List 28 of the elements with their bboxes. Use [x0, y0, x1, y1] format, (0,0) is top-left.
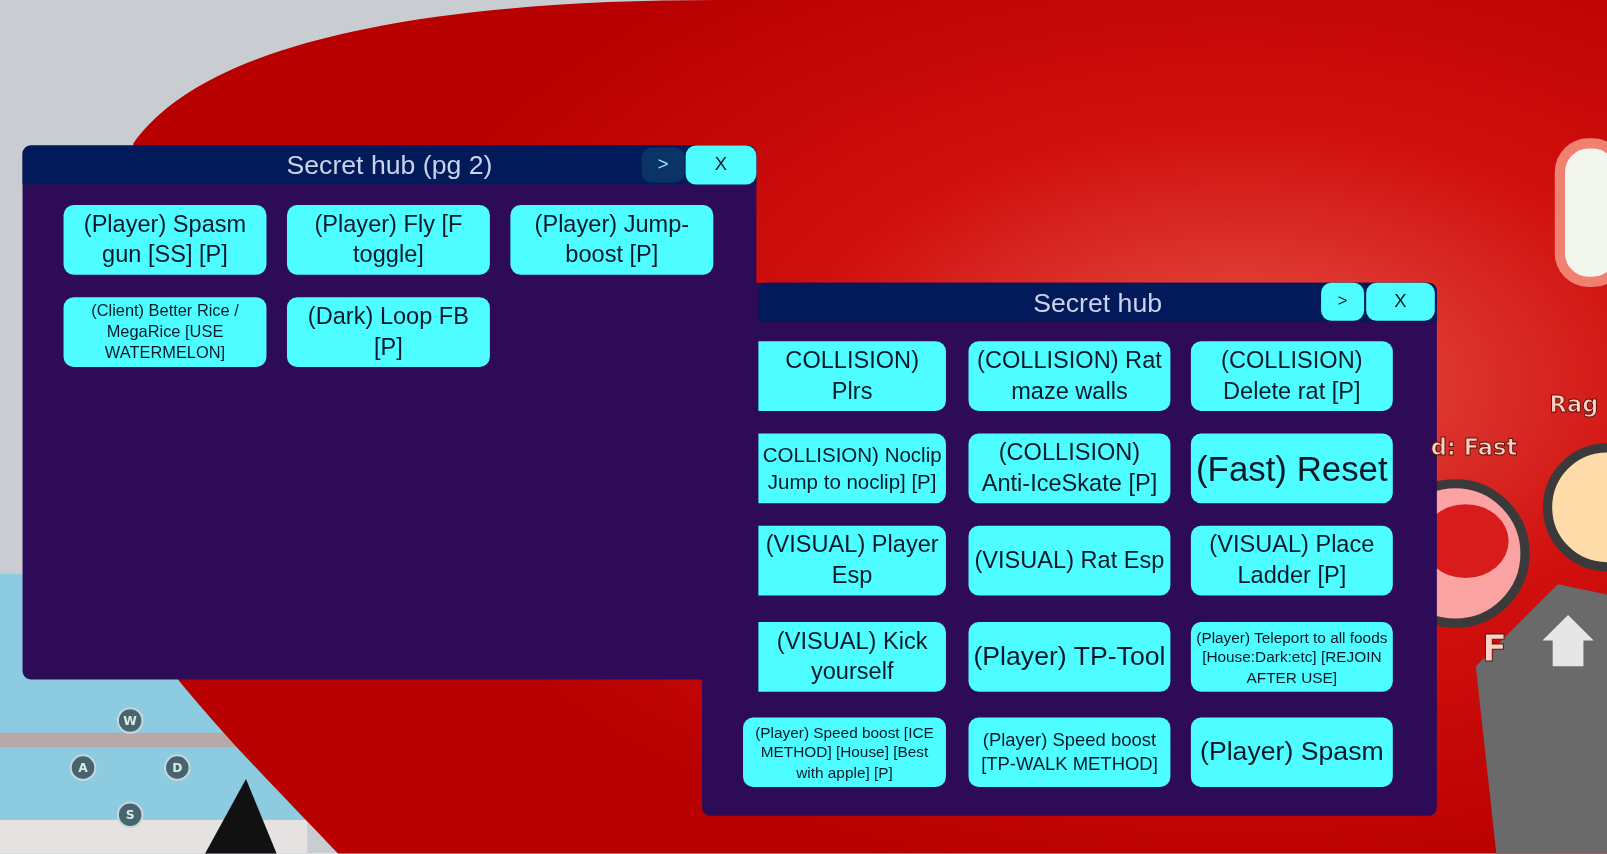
- menu-button: (Player) Spasm: [1190, 717, 1393, 788]
- close-button: X: [685, 145, 757, 185]
- menu-button: (VISUAL) Place Ladder [P]: [1190, 525, 1393, 596]
- menu-button: (VISUAL) Player Esp: [758, 525, 946, 596]
- menu-button: (Player) Fly [F toggle]: [286, 204, 490, 275]
- menu-button: (Dark) Loop FB [P]: [286, 297, 490, 367]
- menu-button: (COLLISION) Delete rat [P]: [1190, 341, 1393, 411]
- menu-button: (COLLISION) Anti-IceSkate [P]: [968, 433, 1171, 504]
- menu-button: COLLISION) Plrs: [758, 341, 946, 411]
- menu-button: (Player) Speed boost [TP-WALK METHOD]: [968, 717, 1171, 788]
- close-button: X: [1366, 282, 1435, 321]
- menu-button: (Player) TP-Tool: [968, 622, 1171, 692]
- menu-button: (Fast) Reset: [1190, 433, 1393, 504]
- menu-button: (COLLISION) Rat maze walls: [968, 341, 1171, 411]
- menu-button: COLLISION) Noclip Jump to noclip] [P]: [758, 433, 946, 504]
- next-page-button: >: [641, 147, 685, 183]
- menu-button: (Player) Teleport to all foods [House:Dark:etc] [REJOIN AFTER USE]: [1190, 622, 1393, 692]
- menu-button: (Client) Better Rice / MegaRice [USE WATERMELON]: [63, 297, 267, 367]
- menu-button: (VISUAL) Kick yourself: [758, 622, 946, 692]
- game-label: Rag: [1549, 391, 1599, 418]
- window-panel: [22, 145, 757, 680]
- window-title: Secret hub: [1033, 286, 1163, 319]
- menu-button: (VISUAL) Rat Esp: [968, 525, 1171, 596]
- menu-button: (Player) Speed boost [ICE METHOD] [House] [Best with apple] [P]: [743, 717, 946, 788]
- menu-button: (Player) Jump-boost [P]: [510, 204, 714, 275]
- next-page-button: >: [1321, 282, 1365, 321]
- window-title: Secret hub (pg 2): [286, 149, 493, 182]
- menu-button: (Player) Spasm gun [SS] [P]: [63, 204, 267, 275]
